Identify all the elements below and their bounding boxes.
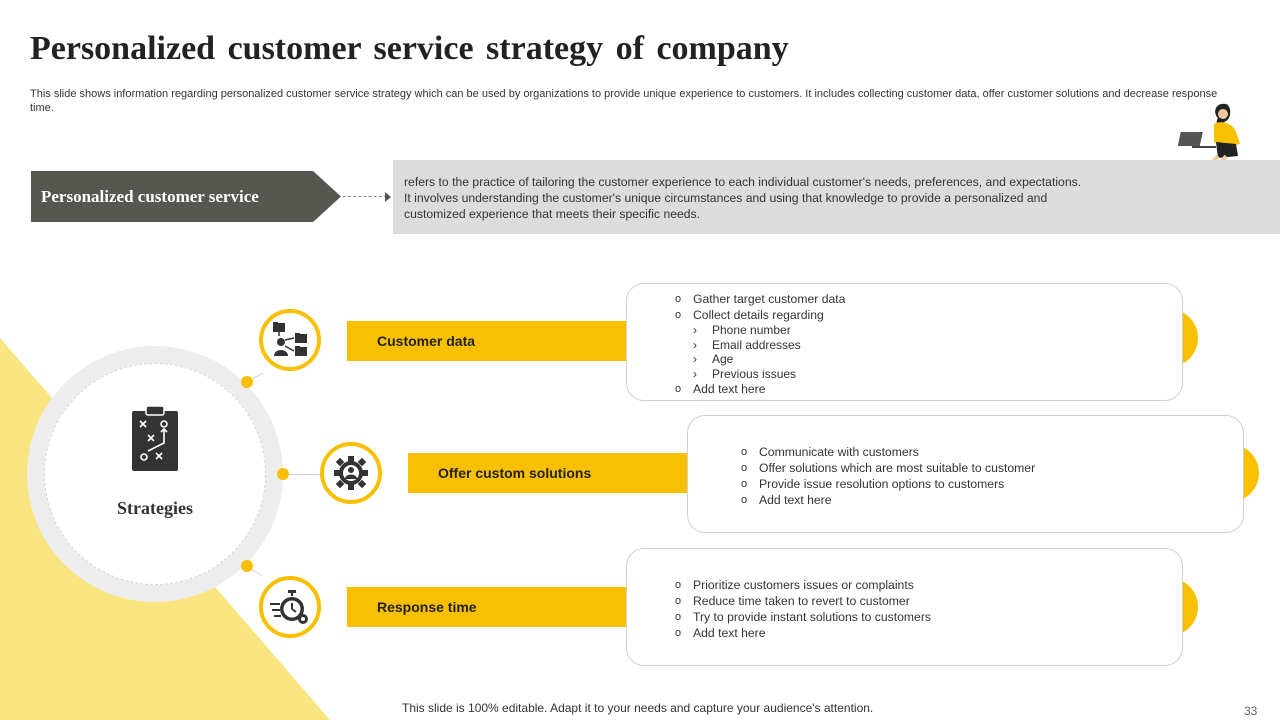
- list-item: Communicate with customers: [741, 444, 1243, 460]
- stopwatch-icon: [270, 590, 308, 624]
- list-item: Provide issue resolution options to cust…: [741, 476, 1243, 492]
- custom-solutions-label: Offer custom solutions: [408, 453, 720, 493]
- list-item: Add text here: [741, 492, 1243, 508]
- definition-label: Personalized customer service: [31, 171, 341, 222]
- list-item: Try to provide instant solutions to cust…: [675, 609, 1182, 625]
- response-time-list: Prioritize customers issues or complaint…: [675, 577, 1182, 641]
- sub-list-item: Previous issues: [675, 367, 1182, 382]
- sub-list-item: Age: [675, 352, 1182, 367]
- strategies-label: Strategies: [117, 498, 193, 518]
- list-item: Add text here: [675, 625, 1182, 641]
- customer-data-card: Gather target customer data Collect deta…: [626, 283, 1183, 401]
- connector-dot: [277, 468, 289, 480]
- custom-solutions-card: Communicate with customers Offer solutio…: [687, 415, 1244, 533]
- custom-solutions-list: Communicate with customers Offer solutio…: [741, 444, 1243, 508]
- spoke-line: [250, 568, 264, 577]
- strategies-circle: [44, 363, 266, 585]
- definition-text: refers to the practice of tailoring the …: [393, 160, 1280, 234]
- response-time-label: Response time: [347, 587, 659, 627]
- gear-person-icon: [334, 456, 368, 490]
- sub-list-item: Phone number: [675, 323, 1182, 338]
- page-number: 33: [1244, 704, 1258, 718]
- list-item: Add text here: [675, 381, 1182, 397]
- connector-arrow-icon: [385, 192, 391, 202]
- list-item: Reduce time taken to revert to customer: [675, 593, 1182, 609]
- list-item: Offer solutions which are most suitable …: [741, 460, 1243, 476]
- spoke-line: [289, 474, 321, 475]
- footer-note: This slide is 100% editable. Adapt it to…: [402, 701, 874, 715]
- data-folders-icon: [273, 322, 307, 356]
- list-item: Gather target customer data: [675, 291, 1182, 307]
- response-time-icon-circle: [259, 576, 321, 638]
- connector-dot: [241, 560, 253, 572]
- connector-dot: [241, 376, 253, 388]
- sub-list-item: Email addresses: [675, 338, 1182, 353]
- custom-solutions-icon-circle: [320, 442, 382, 504]
- customer-data-icon-circle: [259, 309, 321, 371]
- customer-data-label: Customer data: [347, 321, 659, 361]
- list-item: Collect details regarding: [675, 307, 1182, 323]
- page-title: Personalized customer service strategy o…: [30, 30, 789, 67]
- page-subtitle: This slide shows information regarding p…: [30, 88, 1218, 114]
- definition-connector: [343, 196, 387, 197]
- response-time-card: Prioritize customers issues or complaint…: [626, 548, 1183, 666]
- customer-data-list: Gather target customer data Collect deta…: [675, 291, 1182, 397]
- list-item: Prioritize customers issues or complaint…: [675, 577, 1182, 593]
- strategy-board-icon: [132, 405, 178, 471]
